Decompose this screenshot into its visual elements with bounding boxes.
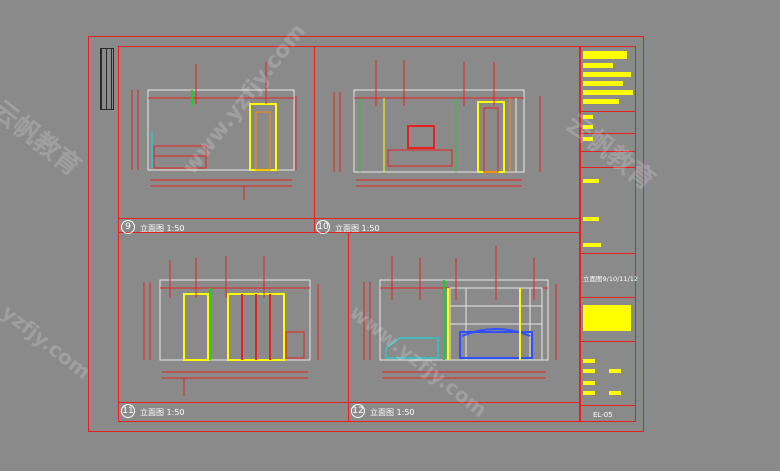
drawing-sheet-border [88, 36, 644, 432]
title-block-notes [583, 305, 631, 331]
panel-divider-top [314, 46, 315, 232]
title-block-line [583, 115, 593, 119]
title-block-line [583, 359, 595, 363]
title-block-line [583, 125, 593, 129]
title-block-line [583, 243, 601, 247]
title-block-line [583, 179, 599, 183]
elevation-11 [143, 256, 319, 396]
title-block-line [583, 217, 599, 221]
title-block-line [583, 391, 595, 395]
elevation-12 [363, 246, 557, 379]
hatch-block [100, 48, 114, 110]
panel-title-11: 立面图 1:50 [140, 408, 185, 417]
title-block-line [609, 391, 621, 395]
title-block-rule [581, 151, 635, 152]
title-block-line [583, 381, 595, 385]
title-block-rule [581, 133, 635, 134]
panel-number-9: 9 [121, 220, 135, 234]
title-block-rule [581, 253, 635, 254]
panel-divider-bottom [348, 232, 349, 422]
title-block-line [583, 99, 619, 104]
panel-divider-middle [118, 232, 580, 233]
panel-title-12: 立面图 1:50 [370, 408, 415, 417]
panel-10-label-line [314, 218, 580, 219]
title-block-line [583, 81, 623, 86]
title-block-line [583, 90, 633, 95]
title-block-rule [581, 111, 635, 112]
panel-9-label-line [118, 218, 314, 219]
title-block-logo [583, 51, 627, 59]
title-block-line [583, 137, 593, 141]
title-block: 立面图9/10/11/12 EL-05 [580, 46, 639, 422]
drawing-name: 立面图9/10/11/12 [583, 275, 639, 283]
title-block-line [583, 72, 631, 77]
title-block-rule [581, 297, 635, 298]
panel-number-11: 11 [121, 404, 135, 418]
panel-11-label-line [118, 402, 348, 403]
title-block-rule [581, 341, 635, 342]
panel-12-label-line [348, 402, 580, 403]
sheet-code: EL-05 [593, 411, 613, 419]
panel-title-9: 立面图 1:50 [140, 224, 185, 233]
title-block-line [609, 369, 621, 373]
title-block-rule [581, 405, 635, 406]
title-block-line [583, 63, 613, 68]
title-block-line [583, 369, 595, 373]
panel-number-10: 10 [316, 220, 330, 234]
elevation-10 [333, 60, 541, 187]
elevation-9 [131, 62, 297, 200]
panel-number-12: 12 [351, 404, 365, 418]
title-block-rule [581, 167, 635, 168]
panel-title-10: 立面图 1:50 [335, 224, 380, 233]
drawing-area-border [118, 46, 580, 422]
